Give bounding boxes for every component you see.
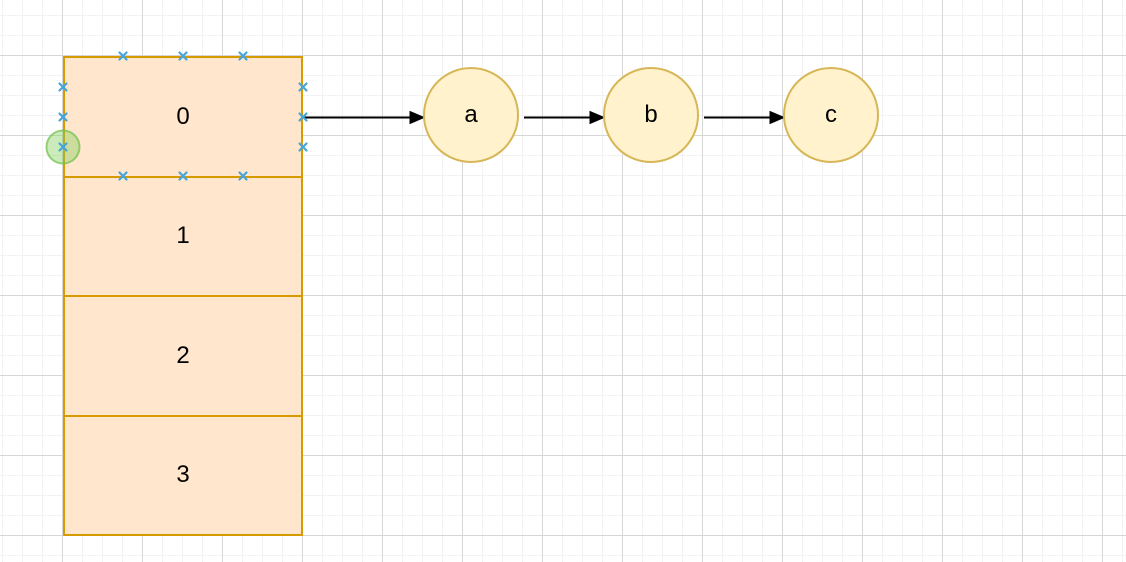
node-c[interactable]: c — [783, 67, 879, 163]
connection-point-x-icon[interactable] — [298, 112, 309, 123]
connection-point-x-icon[interactable] — [178, 171, 189, 182]
connection-point-x-icon[interactable] — [178, 51, 189, 62]
connection-point-x-icon[interactable] — [298, 142, 309, 153]
node-b[interactable]: b — [603, 67, 699, 163]
node-b-label: b — [644, 101, 658, 128]
bucket-table[interactable]: 0 1 2 3 — [63, 56, 303, 536]
connection-point-x-icon[interactable] — [298, 82, 309, 93]
connection-point-x-icon[interactable] — [238, 171, 249, 182]
connection-point-x-icon[interactable] — [58, 142, 69, 153]
edge-arrow-0-to-a[interactable] — [303, 107, 427, 128]
node-a-label: a — [464, 101, 478, 128]
bucket-row-2[interactable]: 2 — [65, 295, 301, 415]
connection-point-x-icon[interactable] — [238, 51, 249, 62]
bucket-row-1[interactable]: 1 — [65, 175, 301, 296]
connection-point-x-icon[interactable] — [118, 51, 129, 62]
node-a[interactable]: a — [423, 67, 519, 163]
bucket-row-1-label: 1 — [176, 222, 190, 250]
bucket-row-2-label: 2 — [176, 341, 190, 369]
node-c-label: c — [825, 101, 837, 128]
bucket-row-3-label: 3 — [176, 461, 190, 489]
bucket-row-3[interactable]: 3 — [65, 414, 301, 535]
bucket-row-0[interactable]: 0 — [65, 58, 301, 176]
connection-point-x-icon[interactable] — [58, 82, 69, 93]
edge-arrow-a-to-b[interactable] — [523, 107, 606, 128]
edge-arrow-b-to-c[interactable] — [703, 107, 786, 128]
connection-point-x-icon[interactable] — [118, 171, 129, 182]
connection-point-x-icon[interactable] — [58, 112, 69, 123]
bucket-row-0-label: 0 — [176, 102, 190, 130]
